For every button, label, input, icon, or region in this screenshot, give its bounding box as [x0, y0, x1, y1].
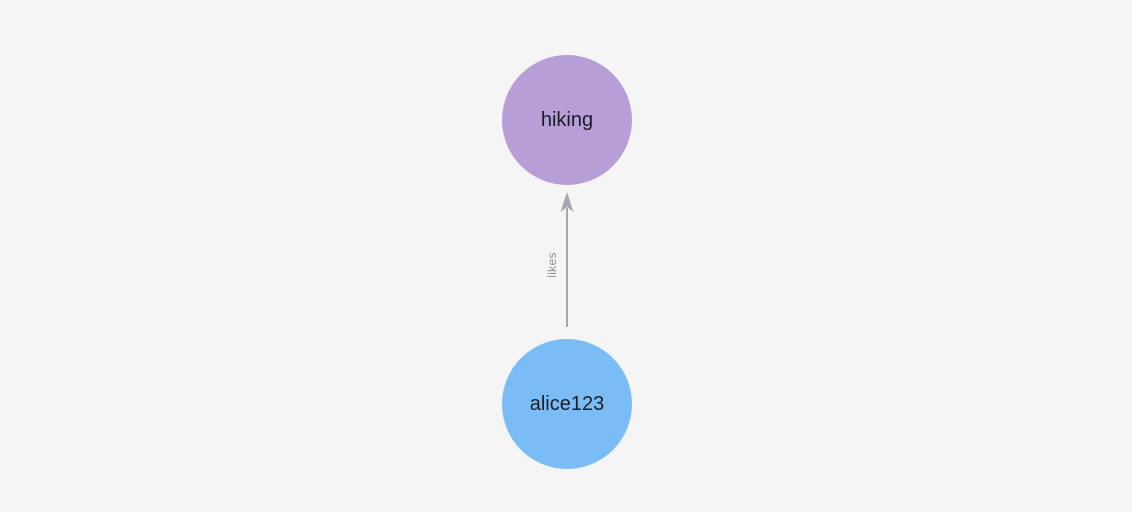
- node-alice123-circle[interactable]: [502, 339, 632, 469]
- edge-likes[interactable]: likes: [545, 192, 574, 327]
- node-hiking-circle[interactable]: [502, 55, 632, 185]
- arrowhead-up-icon: [560, 192, 574, 212]
- node-alice123[interactable]: alice123: [502, 339, 632, 469]
- node-hiking[interactable]: hiking: [502, 55, 632, 185]
- edge-likes-label: likes: [545, 252, 559, 278]
